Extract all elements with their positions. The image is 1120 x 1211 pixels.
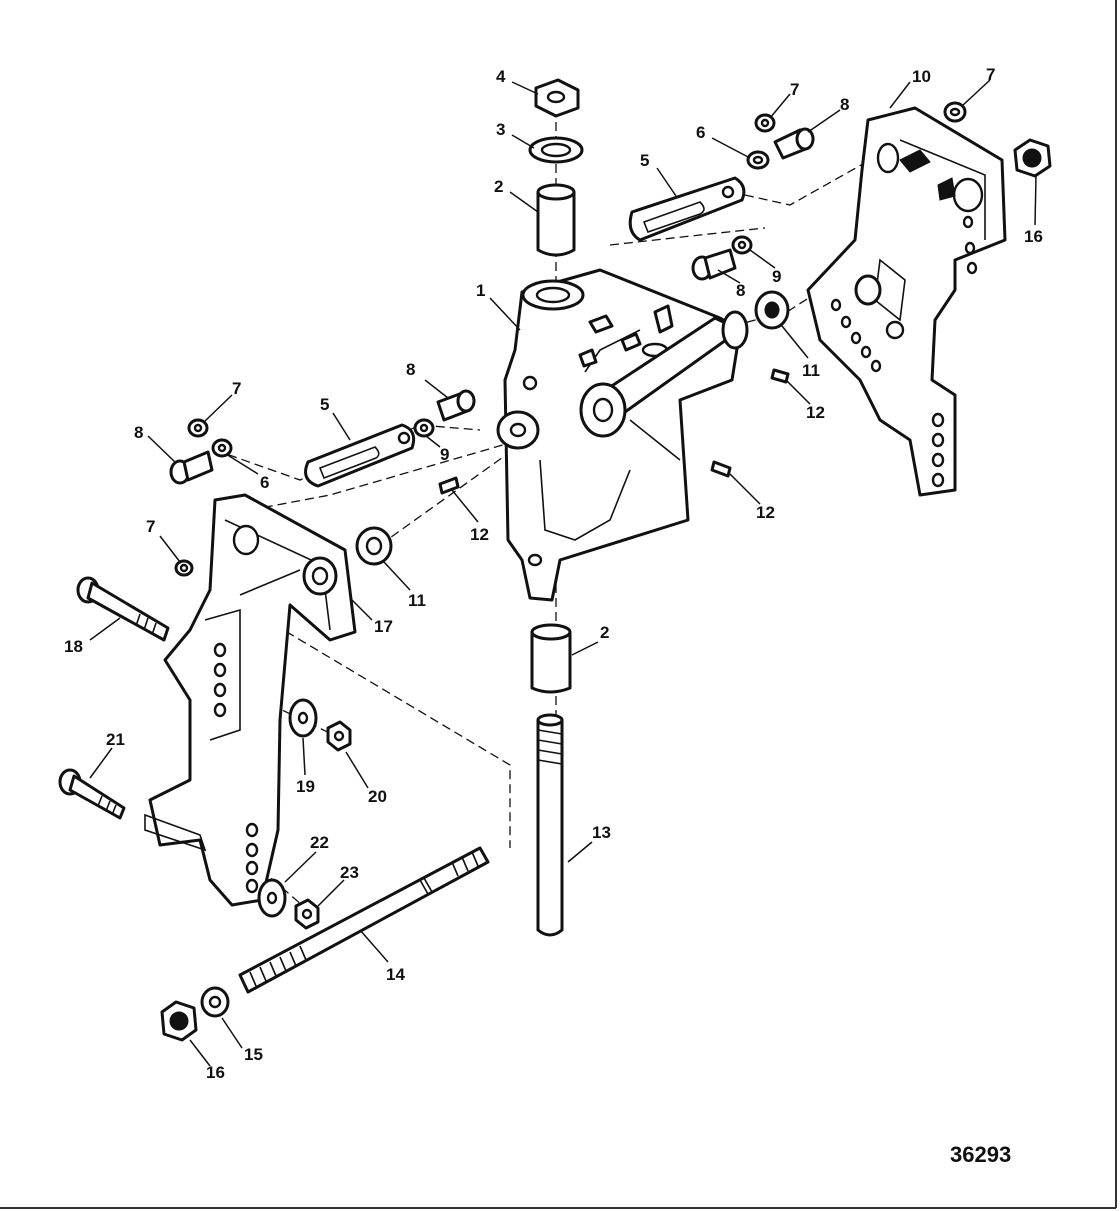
washer-6-left <box>211 438 233 458</box>
callout-7: 7 <box>790 80 799 99</box>
grease-fitting-12-right-lower <box>710 460 732 478</box>
callout-3: 3 <box>496 120 505 139</box>
callout-18: 18 <box>64 637 83 656</box>
washer-19 <box>288 698 318 738</box>
callout-2: 2 <box>494 177 503 196</box>
bolt-18 <box>76 576 170 642</box>
callout-12: 12 <box>470 525 489 544</box>
tilt-tube-14 <box>238 846 490 994</box>
nut-7-far-right <box>943 101 967 123</box>
washer-6-right <box>746 150 770 170</box>
callout-23: 23 <box>340 863 359 882</box>
callout-14: 14 <box>386 965 405 984</box>
washer-15 <box>200 986 230 1018</box>
callout-20: 20 <box>368 787 387 806</box>
bushing-2-bottom <box>530 623 572 694</box>
bushing-2-top <box>536 183 576 257</box>
slotted-link-5-left <box>304 423 416 488</box>
callout-17: 17 <box>374 617 393 636</box>
nut-7-left-lower <box>174 559 194 577</box>
callout-12: 12 <box>756 503 775 522</box>
nut-20 <box>326 720 352 752</box>
callout-9: 9 <box>772 267 781 286</box>
callout-22: 22 <box>310 833 329 852</box>
callout-8: 8 <box>134 423 143 442</box>
hex-nut-16-bottom <box>160 1000 198 1042</box>
callout-5: 5 <box>320 395 329 414</box>
callout-12: 12 <box>806 403 825 422</box>
callout-8: 8 <box>736 281 745 300</box>
washer-22 <box>257 878 287 918</box>
callout-8: 8 <box>840 95 849 114</box>
nut-7-left-upper <box>187 418 209 438</box>
callout-labels: 4 3 2 1 5 6 7 8 8 9 10 7 16 11 12 12 7 8… <box>64 65 1043 1082</box>
callout-7: 7 <box>986 65 995 84</box>
callout-6: 6 <box>260 473 269 492</box>
slotted-link-5-right <box>628 176 746 242</box>
spacer-11-left <box>355 526 393 566</box>
leader-lines <box>89 79 1037 1067</box>
hex-nut-4 <box>534 78 580 118</box>
clamp-bracket-17 <box>144 493 357 907</box>
callout-15: 15 <box>244 1045 263 1064</box>
washer-9-left <box>413 418 435 438</box>
hex-nut-16-right <box>1013 138 1052 178</box>
callout-1: 1 <box>476 281 485 300</box>
nut-7-right <box>754 113 776 133</box>
callout-8: 8 <box>406 360 415 379</box>
callout-10: 10 <box>912 67 931 86</box>
callout-11: 11 <box>408 591 426 610</box>
callout-5: 5 <box>640 151 649 170</box>
bolt-21 <box>58 768 126 820</box>
swivel-bracket-1 <box>496 268 749 602</box>
clamp-bracket-10 <box>806 106 1007 497</box>
callout-9: 9 <box>440 445 449 464</box>
callout-7: 7 <box>232 379 241 398</box>
callout-2: 2 <box>600 623 609 642</box>
callout-16: 16 <box>206 1063 225 1082</box>
callout-4: 4 <box>496 67 506 86</box>
callout-7: 7 <box>146 517 155 536</box>
washer-9-right <box>731 235 753 255</box>
grease-fitting-12-right-upper <box>770 368 790 384</box>
bolt-8-right-lower <box>691 248 737 281</box>
callout-11: 11 <box>802 361 820 380</box>
callout-16: 16 <box>1024 227 1043 246</box>
grease-fitting-12-left <box>438 476 460 495</box>
callout-13: 13 <box>592 823 611 842</box>
callout-21: 21 <box>106 730 125 749</box>
drawing-number: 36293 <box>950 1142 1011 1167</box>
tube-13 <box>536 713 564 937</box>
spacer-11-right <box>754 290 790 330</box>
washer-3 <box>528 136 584 164</box>
nut-23 <box>294 898 320 930</box>
bolt-8-right-upper <box>773 127 815 160</box>
callout-19: 19 <box>296 777 315 796</box>
callout-6: 6 <box>696 123 705 142</box>
bolt-8-left-lower <box>169 450 214 485</box>
bolt-8-left-upper <box>436 389 476 422</box>
